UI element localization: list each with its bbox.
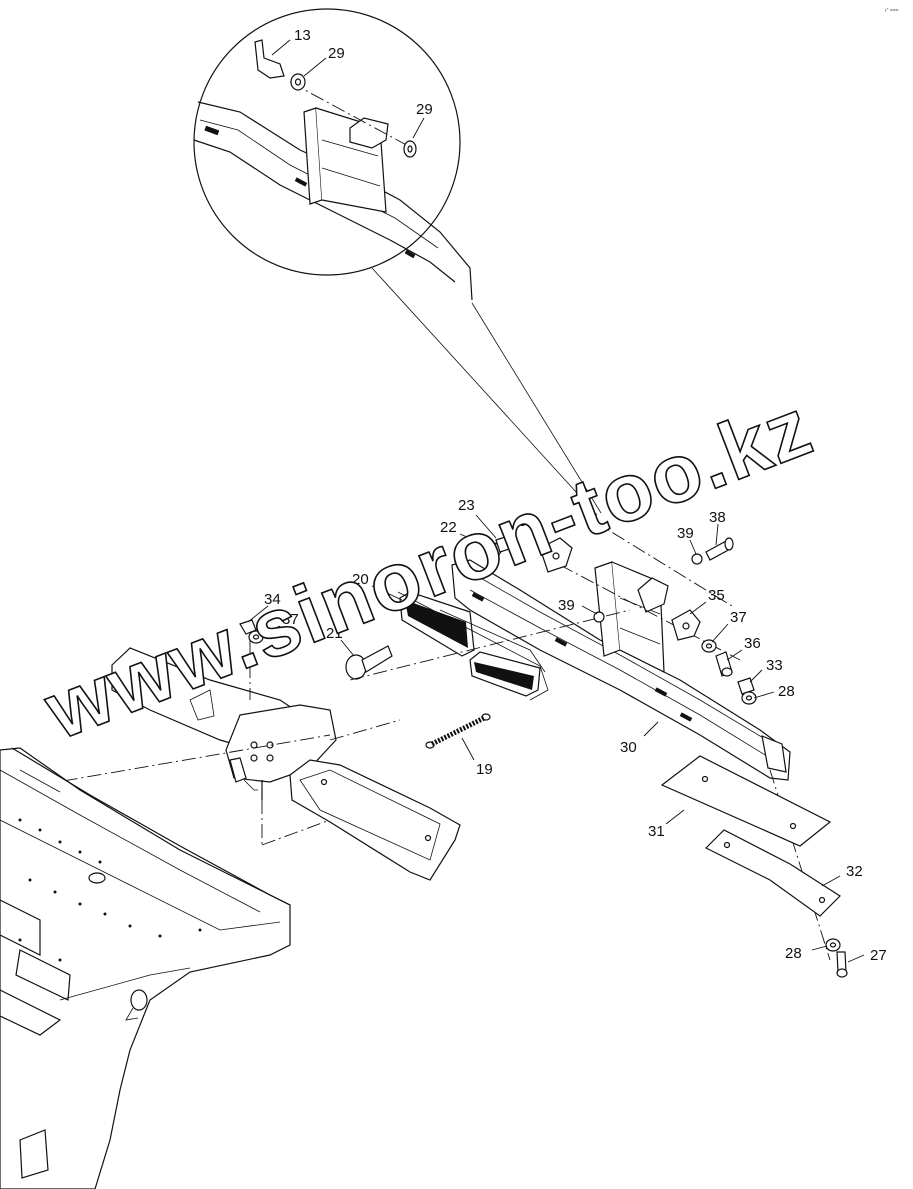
- callout-27: 27: [870, 947, 887, 964]
- nut-34: [239, 619, 257, 635]
- callout-21: 21: [326, 625, 343, 642]
- plate-31: [660, 755, 832, 847]
- callout-38: 38: [709, 509, 726, 526]
- corner-mark: r" ===: [885, 8, 899, 14]
- nut-23: [495, 535, 513, 553]
- bracket-35-right: [671, 609, 701, 641]
- bracket-35-left: [539, 537, 573, 573]
- washer-28-top: [741, 691, 757, 705]
- callout-23: 23: [458, 497, 475, 514]
- bolt-38: [705, 537, 734, 561]
- callout-35-right: 35: [708, 587, 725, 604]
- bolt-27: [836, 951, 848, 978]
- callout-13: 13: [294, 27, 311, 44]
- pin-13-detail: [254, 39, 285, 79]
- callout-labels: 13 29 29 23 22 35 39 38 20 35 39 37 36 3…: [264, 27, 887, 964]
- bolt-36: [715, 651, 733, 677]
- callout-39-top: 39: [677, 525, 694, 542]
- callout-29-right: 29: [416, 101, 433, 118]
- step-plate: [289, 759, 461, 881]
- rear-frame-30: [451, 519, 831, 961]
- brush-20: [397, 591, 549, 701]
- washer-39a: [691, 553, 703, 565]
- callout-19: 19: [476, 761, 493, 778]
- callout-34: 34: [264, 591, 281, 608]
- callout-39-mid: 39: [558, 597, 575, 614]
- callout-33: 33: [766, 657, 783, 674]
- callout-37-right: 37: [730, 609, 747, 626]
- washer-37-left: [248, 630, 264, 644]
- bolt-21: [345, 645, 393, 680]
- callout-36: 36: [744, 635, 761, 652]
- spring-19: [425, 713, 491, 749]
- callout-31: 31: [648, 823, 665, 840]
- washer-37-right: [701, 639, 717, 653]
- callout-29-top: 29: [328, 45, 345, 62]
- plate-32: [704, 829, 841, 917]
- detail-magnifier: [193, 8, 602, 516]
- callout-37-left: 37: [282, 611, 299, 628]
- washer-39b: [593, 611, 605, 623]
- washer-29b-detail: [403, 140, 417, 158]
- leader-lines: [247, 514, 865, 963]
- callout-28-top: 28: [778, 683, 795, 700]
- callout-35-left: 35: [518, 513, 535, 530]
- callout-22: 22: [440, 519, 457, 536]
- washer-28-bottom: [825, 938, 841, 952]
- callout-28-bottom: 28: [785, 945, 802, 962]
- washer-29a-detail: [290, 73, 306, 91]
- machine-body: [0, 747, 291, 1189]
- callout-30: 30: [620, 739, 637, 756]
- callout-32: 32: [846, 863, 863, 880]
- callout-20: 20: [352, 571, 369, 588]
